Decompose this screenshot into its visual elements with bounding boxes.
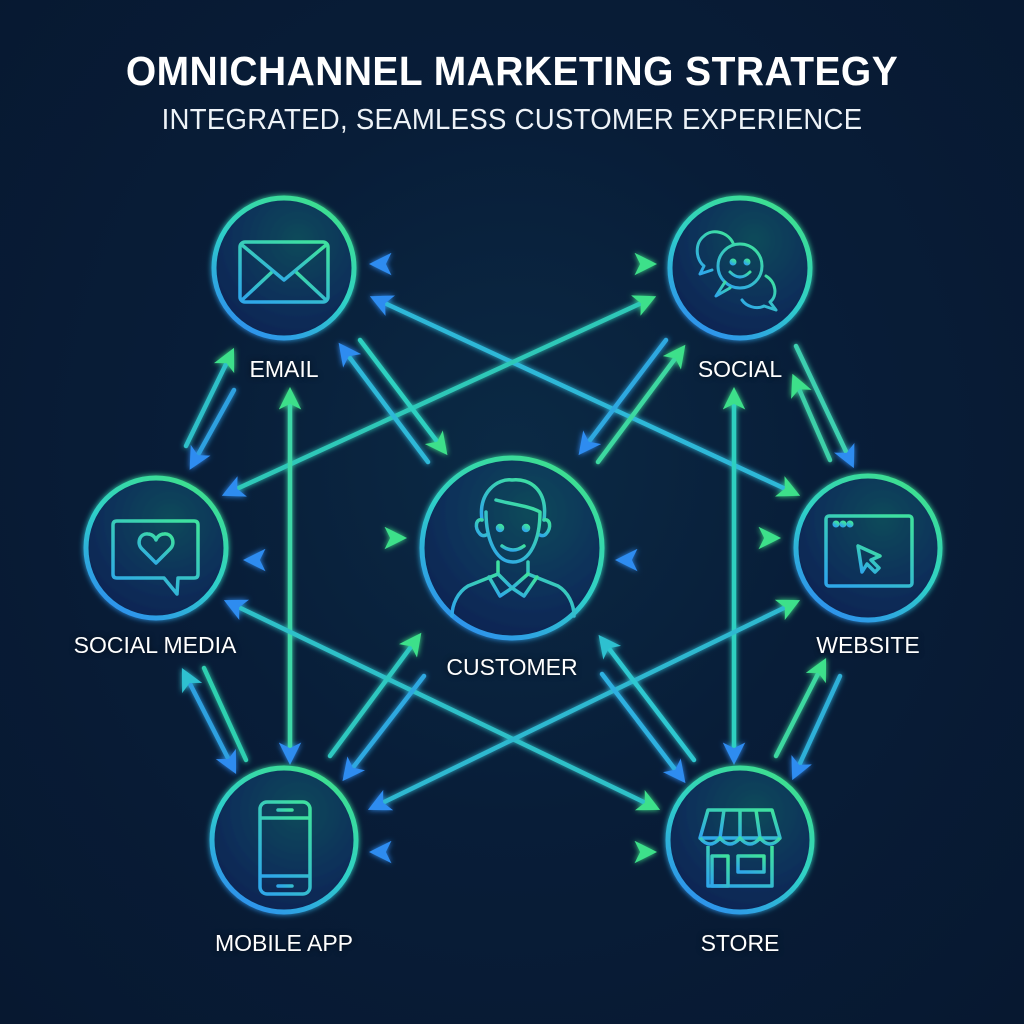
arrow-store-website xyxy=(773,657,827,759)
label-email: EMAIL xyxy=(249,356,319,382)
diagram-subtitle: INTEGRATED, SEAMLESS CUSTOMER EXPERIENCE xyxy=(161,104,863,136)
arrow-store-customer xyxy=(598,634,697,763)
label-social: SOCIAL xyxy=(697,356,783,382)
arrow-customer-mobileapp xyxy=(342,673,427,782)
arrow-social-website xyxy=(793,343,855,469)
arrow-website-mobileapp xyxy=(367,599,801,811)
arrow-email-customer xyxy=(357,337,448,456)
node-email[interactable] xyxy=(211,195,357,341)
arrow-website-social xyxy=(791,373,833,463)
node-store[interactable] xyxy=(665,765,815,915)
arrow-customer-email xyxy=(338,342,431,465)
arrow-website-store xyxy=(791,673,843,781)
label-mobile-app: MOBILE APP xyxy=(214,930,354,956)
browser-cursor-icon xyxy=(824,514,914,588)
smartphone-icon xyxy=(258,800,312,896)
label-customer: CUSTOMER xyxy=(446,654,578,680)
heart-message-icon xyxy=(111,519,200,596)
arrow-socialmedia-email xyxy=(183,347,235,449)
node-website[interactable] xyxy=(793,473,943,623)
arrow-socialmedia-mobileapp xyxy=(201,665,249,763)
arrow-mobileapp-socialmedia xyxy=(181,667,237,775)
arrow-social-customer xyxy=(578,337,669,456)
storefront-icon xyxy=(698,808,782,888)
diagram-title: OMNICHANNEL MARKETING STRATEGY xyxy=(125,48,899,94)
node-social[interactable] xyxy=(667,195,813,341)
node-mobile-app[interactable] xyxy=(209,765,359,915)
label-website: WEBSITE xyxy=(816,632,920,658)
arrow-customer-store xyxy=(599,671,686,784)
label-store: STORE xyxy=(700,930,780,956)
arrow-email-socialmedia xyxy=(189,387,237,470)
connection-arrows xyxy=(181,252,855,864)
envelope-icon xyxy=(238,240,330,304)
arrow-mobileapp-customer xyxy=(327,632,422,759)
arrow-customer-social xyxy=(595,344,686,465)
node-customer[interactable] xyxy=(419,455,605,641)
label-social-media: SOCIAL MEDIA xyxy=(73,632,237,658)
chat-bubbles-smile-icon xyxy=(695,230,778,312)
node-social-media[interactable] xyxy=(83,475,229,621)
person-icon xyxy=(450,478,576,638)
